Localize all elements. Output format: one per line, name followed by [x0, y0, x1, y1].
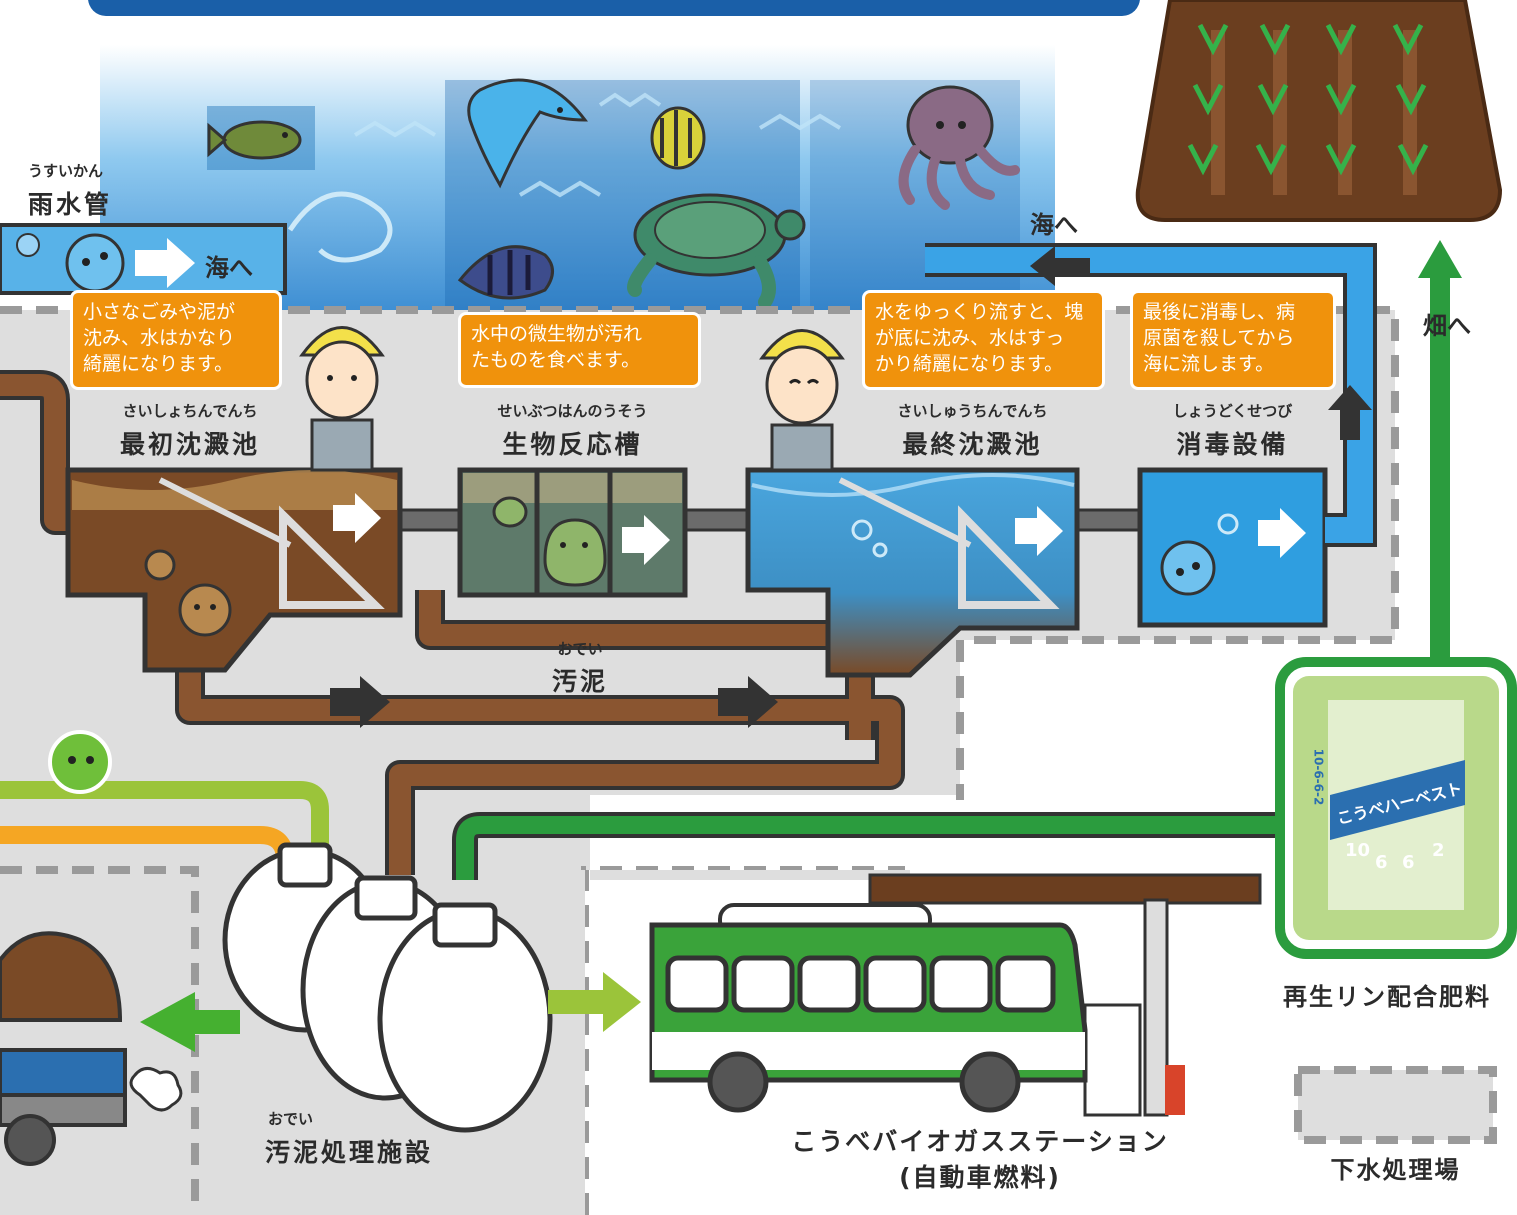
- fish-icon: [207, 106, 315, 170]
- final-ruby: さいしゅうちんでんち: [897, 402, 1048, 420]
- up-arrow-icon: [1418, 240, 1462, 278]
- stormwater-label: 雨水管: [28, 190, 113, 219]
- bubble-text: 海に流します。: [1143, 353, 1275, 375]
- fertilizer-label: 再生リン配合肥料: [1283, 983, 1491, 1011]
- final-label: 最終沈澱池: [902, 430, 1043, 459]
- right-green-arrow-icon: [548, 972, 641, 1032]
- info-bubble-final: 水をゆっくり流すと、塊 が底に沈み、水はすっ かり綺麗になります。: [862, 290, 1105, 390]
- sludge-mascot-icon: [48, 730, 112, 794]
- legend-swatch: [1294, 1066, 1497, 1144]
- field-icon: [1135, 0, 1503, 222]
- info-bubble-disinfect: 最後に消毒し、病 原菌を殺してから 海に流します。: [1130, 290, 1336, 390]
- info-bubble-primary: 小さなごみや泥が 沈み、水はかなり 綺麗になります。: [70, 290, 282, 390]
- worker-icon: [759, 329, 845, 472]
- biogas-station-sub: (自動車燃料): [899, 1163, 1061, 1192]
- info-bubble-bio: 水中の微生物が汚れ たものを食べます。: [458, 312, 701, 388]
- gas-station-icon: [868, 873, 1262, 1117]
- sludge-facility-label: 汚泥処理施設: [265, 1138, 434, 1167]
- digester-tank-icon: [222, 842, 553, 1133]
- to-sea-label: 海へ: [205, 254, 253, 282]
- primary-ruby: さいしょちんでんち: [122, 402, 258, 420]
- truck-icon: [0, 931, 183, 1166]
- up-arrow-icon: [1328, 385, 1372, 440]
- stormwater-ruby: うすいかん: [28, 162, 104, 180]
- bubble-text: 水中の微生物が汚れ: [471, 323, 643, 345]
- fish-icon: [650, 106, 706, 170]
- fertilizer-code: 10-6-6-2: [1311, 748, 1326, 806]
- bio-label: 生物反応槽: [502, 430, 643, 459]
- bubble-text: 原菌を殺してから: [1143, 327, 1295, 349]
- top-banner: [88, 0, 1140, 16]
- octopus-icon: [898, 85, 1020, 210]
- bubble-text: が底に沈み、水はすっ: [875, 327, 1065, 349]
- dolphin-icon: [467, 78, 589, 189]
- left-arrow-icon: [1030, 246, 1090, 286]
- disinfect-ruby: しょうどくせつび: [1172, 402, 1293, 420]
- to-field-label: 畑へ: [1423, 312, 1471, 340]
- primary-sedimentation-tank: [65, 467, 403, 673]
- sea-area: [100, 45, 1055, 370]
- fertilizer-number: 6: [1375, 852, 1388, 873]
- bubble-text: たものを食べます。: [471, 349, 641, 371]
- bubble-text: 沈み、水はかなり: [83, 327, 236, 349]
- turtle-icon: [627, 193, 806, 309]
- bubble-text: かり綺麗になります。: [875, 353, 1064, 375]
- arrow-icon: [135, 238, 195, 288]
- bubble-text: 水をゆっくり流すと、塊: [875, 301, 1084, 323]
- fertilizer-number: 2: [1432, 840, 1445, 861]
- to-sea-label: 海へ: [1030, 211, 1078, 239]
- bubble-text: 綺麗になります。: [83, 353, 234, 375]
- bus-icon: [649, 903, 1088, 1113]
- left-green-arrow-icon: [140, 992, 240, 1052]
- bubble-text: 最後に消毒し、病: [1143, 301, 1296, 323]
- final-sedimentation-tank: [745, 467, 1080, 678]
- fish-icon: [457, 245, 554, 300]
- biogas-station-label: こうべバイオガスステーション: [791, 1127, 1169, 1156]
- sludge-facility-ruby: おでい: [268, 1110, 314, 1128]
- fertilizer-number: 6: [1402, 852, 1415, 873]
- worker-icon: [299, 326, 385, 472]
- sludge-ruby: おでい: [557, 640, 603, 658]
- sludge-label: 汚泥: [551, 667, 608, 696]
- primary-label: 最初沈澱池: [119, 430, 260, 459]
- disinfect-label: 消毒設備: [1176, 430, 1289, 459]
- fertilizer-number: 10: [1345, 840, 1371, 861]
- fertilizer-bag-icon: [1275, 657, 1517, 959]
- bio-reactor-tank: [457, 467, 688, 598]
- sludge-arrow-icon: [330, 676, 390, 728]
- bubble-text: 小さなごみや泥が: [83, 301, 236, 323]
- water-drop-mascot-icon: [65, 233, 125, 293]
- bio-ruby: せいぶつはんのうそう: [497, 402, 648, 420]
- sludge-arrow-icon: [718, 676, 778, 728]
- disinfection-tank: [1137, 467, 1328, 628]
- legend-label: 下水処理場: [1330, 1156, 1461, 1184]
